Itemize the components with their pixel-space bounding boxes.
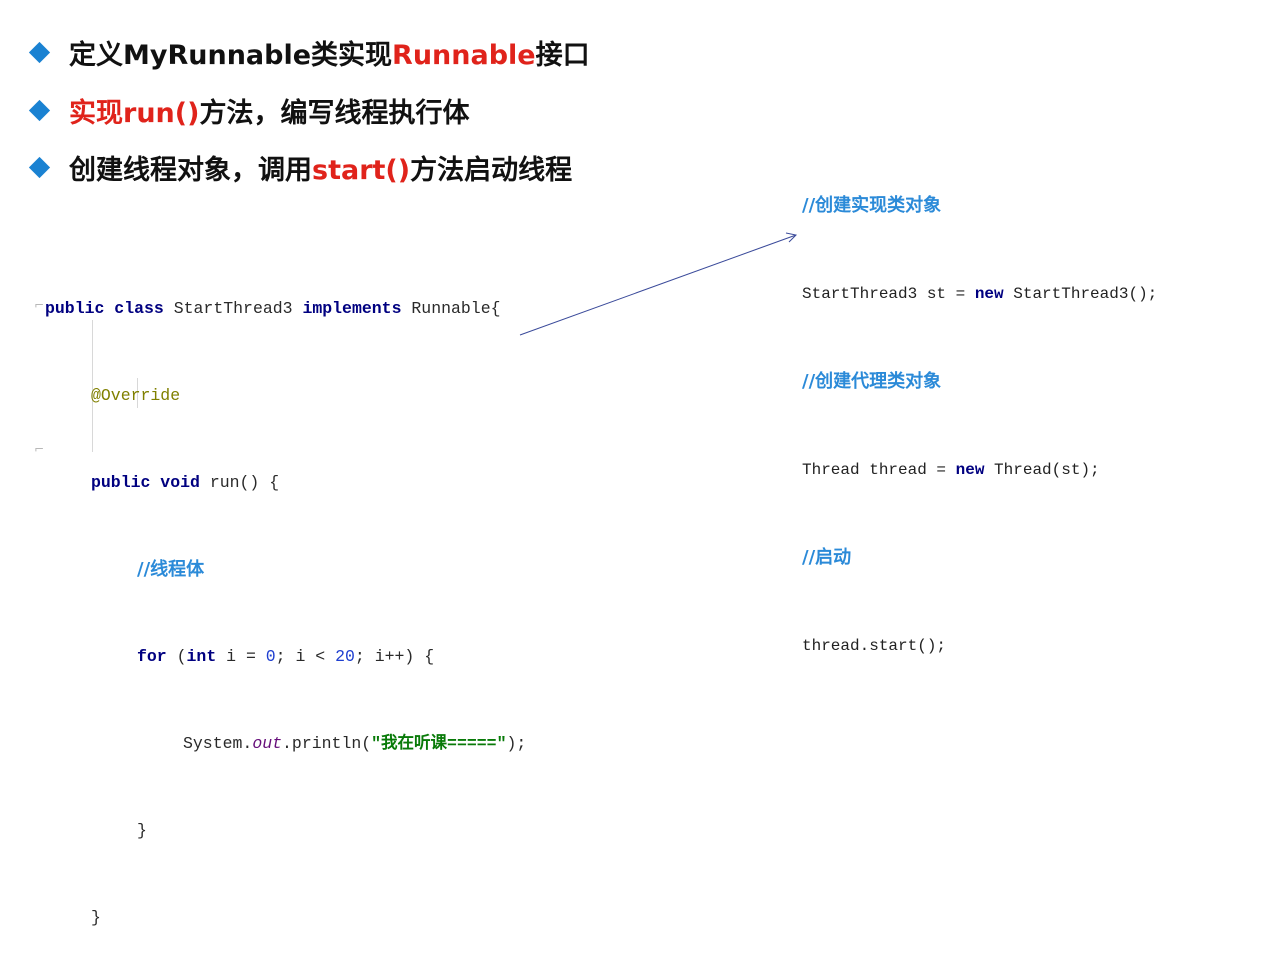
comment-create-impl: //创建实现类对象 — [802, 195, 942, 216]
bullet-1: 定义MyRunnable类实现Runnable接口 — [26, 32, 590, 72]
right-code-block: //创建实现类对象 StartThread3 st = new StartThr… — [802, 133, 1157, 690]
bullet-2-text: 实现run()方法，编写线程执行体 — [69, 97, 470, 129]
comment-create-proxy: //创建代理类对象 — [802, 371, 942, 392]
code-line: Thread thread = new Thread(st); — [802, 461, 1100, 479]
code-line: StartThread3 st = new StartThread3(); — [802, 285, 1158, 303]
code-line: } — [137, 821, 147, 840]
fold-marker-icon: ⌐ — [34, 298, 45, 312]
indent-guide — [92, 320, 93, 452]
indent-guide — [137, 378, 138, 408]
code-line: } — [91, 908, 101, 927]
bullet-2: 实现run()方法，编写线程执行体 — [26, 90, 469, 130]
comment-start: //启动 — [802, 547, 852, 568]
code-line: System.out.println("我在听课====="); — [183, 734, 527, 753]
arrow-icon — [519, 232, 798, 336]
bullet-3: 创建线程对象，调用start()方法启动线程 — [26, 147, 572, 187]
fold-marker-icon: ⌐ — [34, 442, 45, 456]
bullet-3-text: 创建线程对象，调用start()方法启动线程 — [69, 154, 573, 186]
code-line: thread.start(); — [802, 637, 947, 655]
code-line: @Override — [91, 386, 181, 405]
code-line: public class StartThread3 implements Run… — [45, 299, 501, 318]
bullet-1-text: 定义MyRunnable类实现Runnable接口 — [69, 39, 590, 71]
code-line: //线程体 — [137, 559, 205, 580]
code-line: for (int i = 0; i < 20; i++) { — [137, 647, 435, 666]
